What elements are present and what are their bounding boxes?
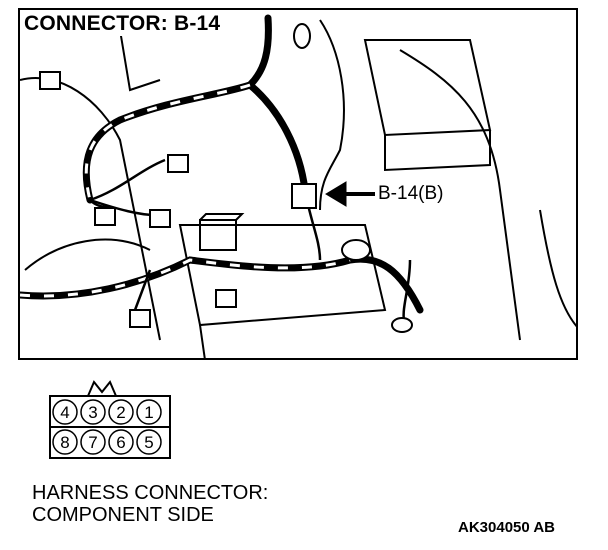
pin-label: 1 xyxy=(144,403,153,422)
bracket xyxy=(119,29,161,92)
pin-label: 7 xyxy=(88,433,97,452)
pin-label: 5 xyxy=(144,433,153,452)
caption-line-2: COMPONENT SIDE xyxy=(32,504,214,526)
pin-label: 8 xyxy=(60,433,69,452)
panel-center xyxy=(319,19,345,211)
connector-callout-label: B-14(B) xyxy=(378,183,444,204)
relay-box xyxy=(363,39,492,137)
pin-label: 4 xyxy=(60,403,69,422)
pin-cell xyxy=(52,429,78,455)
pin-cell xyxy=(80,429,106,455)
pin-cell xyxy=(108,399,134,425)
pin-cell xyxy=(52,399,78,425)
battery-tray xyxy=(178,224,387,327)
connector-small xyxy=(215,289,237,308)
vehicle-illustration-frame xyxy=(18,8,578,360)
connector-small xyxy=(94,207,116,226)
diagram-title: CONNECTOR: B-14 xyxy=(22,12,225,36)
connector-small xyxy=(149,209,171,228)
pin-cell xyxy=(80,399,106,425)
cable-clamp xyxy=(293,23,311,49)
harness-branch xyxy=(246,81,309,194)
locking-tab xyxy=(87,380,117,397)
pin-label: 3 xyxy=(88,403,97,422)
connector-small xyxy=(167,154,189,173)
connector-small xyxy=(39,71,61,90)
caption-line-1: HARNESS CONNECTOR: xyxy=(32,482,269,504)
panel-lower-left xyxy=(24,238,151,271)
connector-small xyxy=(129,309,151,328)
relay-block xyxy=(199,219,237,251)
panel-left xyxy=(20,77,161,341)
pin-cell xyxy=(136,399,162,425)
pin-cell xyxy=(108,429,134,455)
pin-label: 6 xyxy=(116,433,125,452)
fender xyxy=(539,209,576,327)
connector-pin-layout: 4 3 2 1 8 7 6 5 xyxy=(49,380,171,459)
pin-label: 2 xyxy=(116,403,125,422)
engine-bay-illustration xyxy=(20,14,576,358)
harness-upper xyxy=(82,14,272,204)
connector-b14 xyxy=(291,183,317,209)
ground-eyelet xyxy=(391,317,413,333)
callout-arrow xyxy=(325,181,375,207)
ground-terminal xyxy=(341,239,371,261)
pin-cell xyxy=(136,429,162,455)
figure-code: AK304050 AB xyxy=(458,519,555,536)
panel-right xyxy=(399,49,521,341)
